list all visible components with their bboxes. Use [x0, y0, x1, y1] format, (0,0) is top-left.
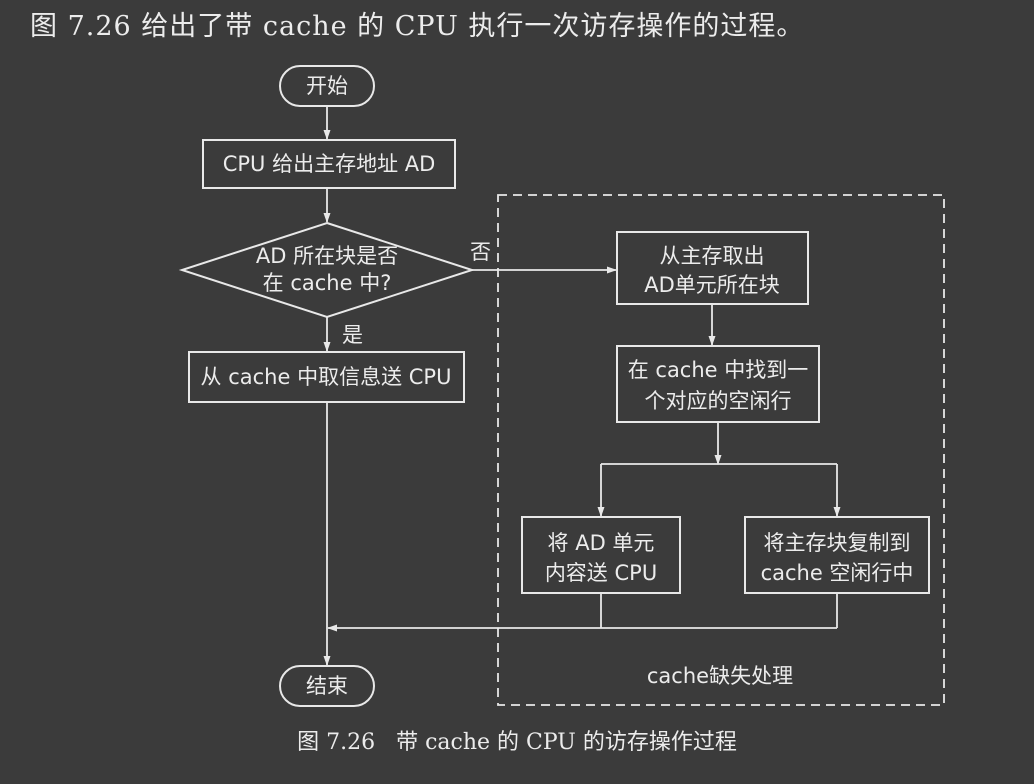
find-line-1: 在 cache 中找到一	[628, 358, 809, 382]
find-line-2: 个对应的空闲行	[645, 389, 792, 413]
decision-line-1: AD 所在块是否	[256, 244, 398, 268]
cache-miss-region	[497, 194, 945, 706]
cpu-address-box	[202, 139, 456, 189]
start-label: 开始	[306, 74, 348, 98]
miss-region-label: cache缺失处理	[647, 664, 793, 688]
yes-label: 是	[342, 323, 363, 347]
figure-caption: 图 7.26 带 cache 的 CPU 的访存操作过程	[297, 730, 737, 755]
copy-line-2: cache 空闲行中	[761, 561, 914, 585]
send-line-2: 内容送 CPU	[545, 561, 657, 585]
fetch-line-2: AD单元所在块	[644, 273, 780, 297]
send-line-1: 将 AD 单元	[548, 531, 655, 555]
copy-line-1: 将主存块复制到	[764, 531, 911, 555]
end-terminal	[279, 665, 375, 707]
hit-action-label: 从 cache 中取信息送 CPU	[201, 365, 452, 389]
end-label: 结束	[306, 674, 348, 698]
no-label: 否	[470, 240, 491, 264]
decision-diamond	[178, 221, 476, 319]
intro-text: 图 7.26 给出了带 cache 的 CPU 执行一次访存操作的过程。	[30, 11, 805, 42]
fetch-line-1: 从主存取出	[660, 244, 765, 268]
decision-line-2: 在 cache 中?	[263, 271, 392, 295]
cpu-address-label: CPU 给出主存地址 AD	[223, 152, 436, 176]
